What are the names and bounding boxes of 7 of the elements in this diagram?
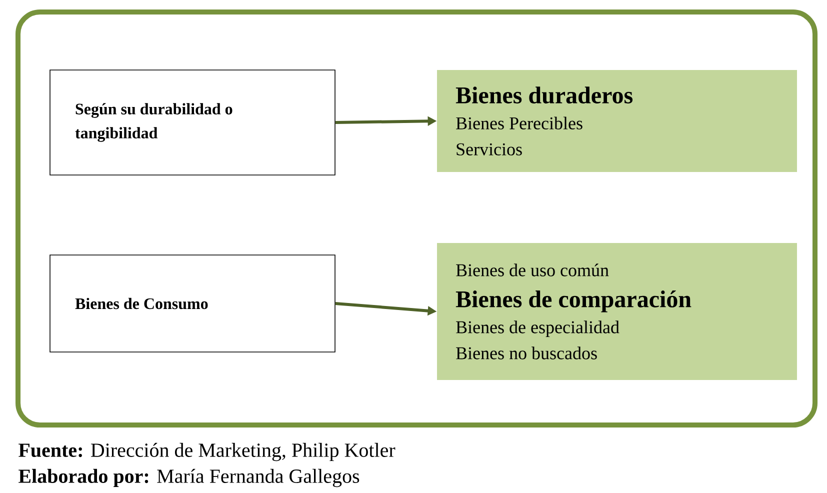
outer-frame	[16, 10, 818, 428]
source-note: Fuente: Dirección de Marketing, Philip Kotler	[18, 442, 396, 462]
list-box: Bienes duraderos Bienes Perecibles Servicios	[437, 70, 797, 172]
list-box: Bienes de uso común Bienes de comparación Bienes de especialidad Bienes no buscados	[437, 243, 797, 380]
category-box: Bienes de Consumo	[50, 254, 336, 352]
source-note: Elaborado por: María Fernanda Gallegos	[18, 468, 360, 488]
category-box: Según su durabilidad o tangibilidad	[50, 70, 336, 176]
